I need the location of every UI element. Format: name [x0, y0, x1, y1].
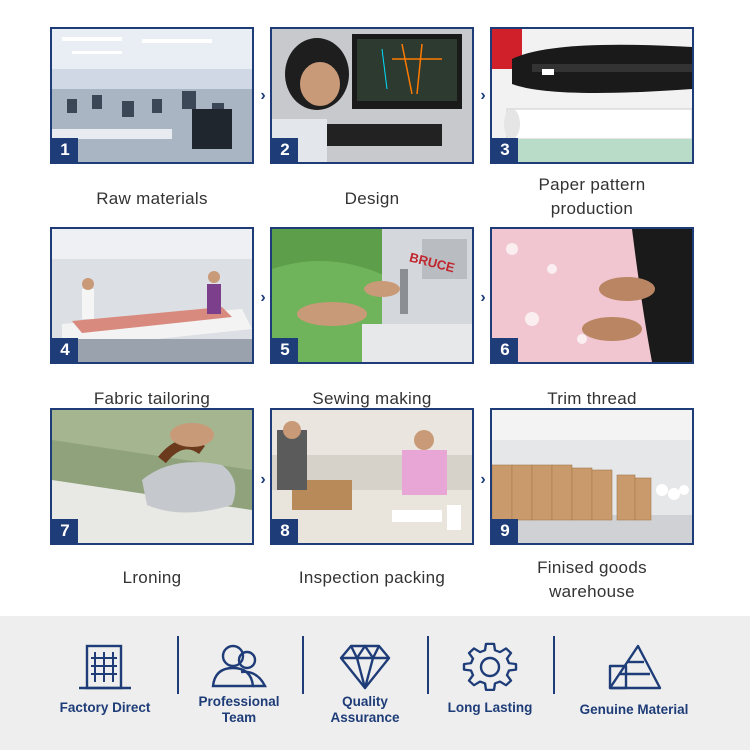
step-number-badge: 5	[272, 338, 298, 362]
feature-professional-team: Professional Team	[178, 616, 300, 750]
sewing-machine-photo: BRUCE 5	[270, 227, 474, 364]
factory-floor-photo: 1	[50, 27, 254, 164]
feature-label: Quality Assurance	[304, 694, 426, 726]
step-label: Finised goods warehouse	[480, 556, 704, 604]
step-label: Raw materials	[96, 189, 208, 208]
step-label: Fabric tailoring	[93, 389, 211, 408]
divider	[427, 636, 429, 694]
feature-label: Long Lasting	[447, 700, 533, 715]
step-number-badge: 1	[52, 138, 78, 162]
step-number-badge: 2	[272, 138, 298, 162]
feature-factory-direct: Factory Direct	[40, 616, 170, 750]
designer-computer-photo: 2	[270, 27, 474, 164]
arrow-icon: ›	[480, 289, 486, 306]
divider	[553, 636, 555, 694]
divider	[302, 636, 304, 694]
feature-genuine-material: Genuine Material	[556, 616, 712, 750]
step-label: Inspection packing	[298, 568, 446, 587]
step-label: Lroning	[122, 568, 182, 587]
step-label: Paper pattern production	[480, 173, 704, 221]
feature-label: Factory Direct	[59, 700, 151, 715]
team-icon	[211, 642, 267, 692]
step-label: Design	[344, 189, 400, 208]
step-label-line2: warehouse	[549, 582, 635, 601]
arrow-icon: ›	[480, 87, 486, 104]
arrow-icon: ›	[480, 471, 486, 488]
arrow-icon: ›	[260, 289, 266, 306]
step-label: Sewing making	[312, 389, 432, 408]
building-icon	[77, 642, 133, 692]
feature-label: Professional Team	[178, 694, 300, 726]
features-bar: Factory Direct Professional Team	[0, 616, 750, 750]
ironing-photo: 7	[50, 408, 254, 545]
step-label-line1: Paper pattern	[538, 175, 646, 194]
step-number-badge: 8	[272, 519, 298, 543]
step-number-badge: 3	[492, 138, 518, 162]
step-number-badge: 4	[52, 338, 78, 362]
feature-label-line2: Team	[221, 710, 257, 725]
arrow-icon: ›	[260, 87, 266, 104]
step-label: Trim thread	[547, 389, 637, 408]
triangle-layers-icon	[606, 642, 662, 692]
feature-long-lasting: Long Lasting	[428, 616, 552, 750]
step-label-line2: production	[550, 199, 634, 218]
gear-icon	[462, 642, 518, 692]
cutting-table-photo: 4	[50, 227, 254, 364]
warehouse-boxes-photo: 9	[490, 408, 694, 545]
arrow-icon: ›	[260, 471, 266, 488]
step-number-badge: 7	[52, 519, 78, 543]
step-number-badge: 9	[492, 519, 518, 543]
feature-label-line1: Quality	[342, 694, 388, 709]
trimming-thread-photo: 6	[490, 227, 694, 364]
feature-label-line2: Assurance	[330, 710, 400, 725]
step-number-badge: 6	[492, 338, 518, 362]
packing-table-photo: 8	[270, 408, 474, 545]
feature-label-line1: Professional	[198, 694, 280, 709]
step-label-line1: Finised goods	[537, 558, 647, 577]
divider	[177, 636, 179, 694]
diamond-icon	[337, 642, 393, 692]
feature-quality-assurance: Quality Assurance	[304, 616, 426, 750]
feature-label: Genuine Material	[579, 702, 689, 717]
plotter-machine-photo: 3	[490, 27, 694, 164]
